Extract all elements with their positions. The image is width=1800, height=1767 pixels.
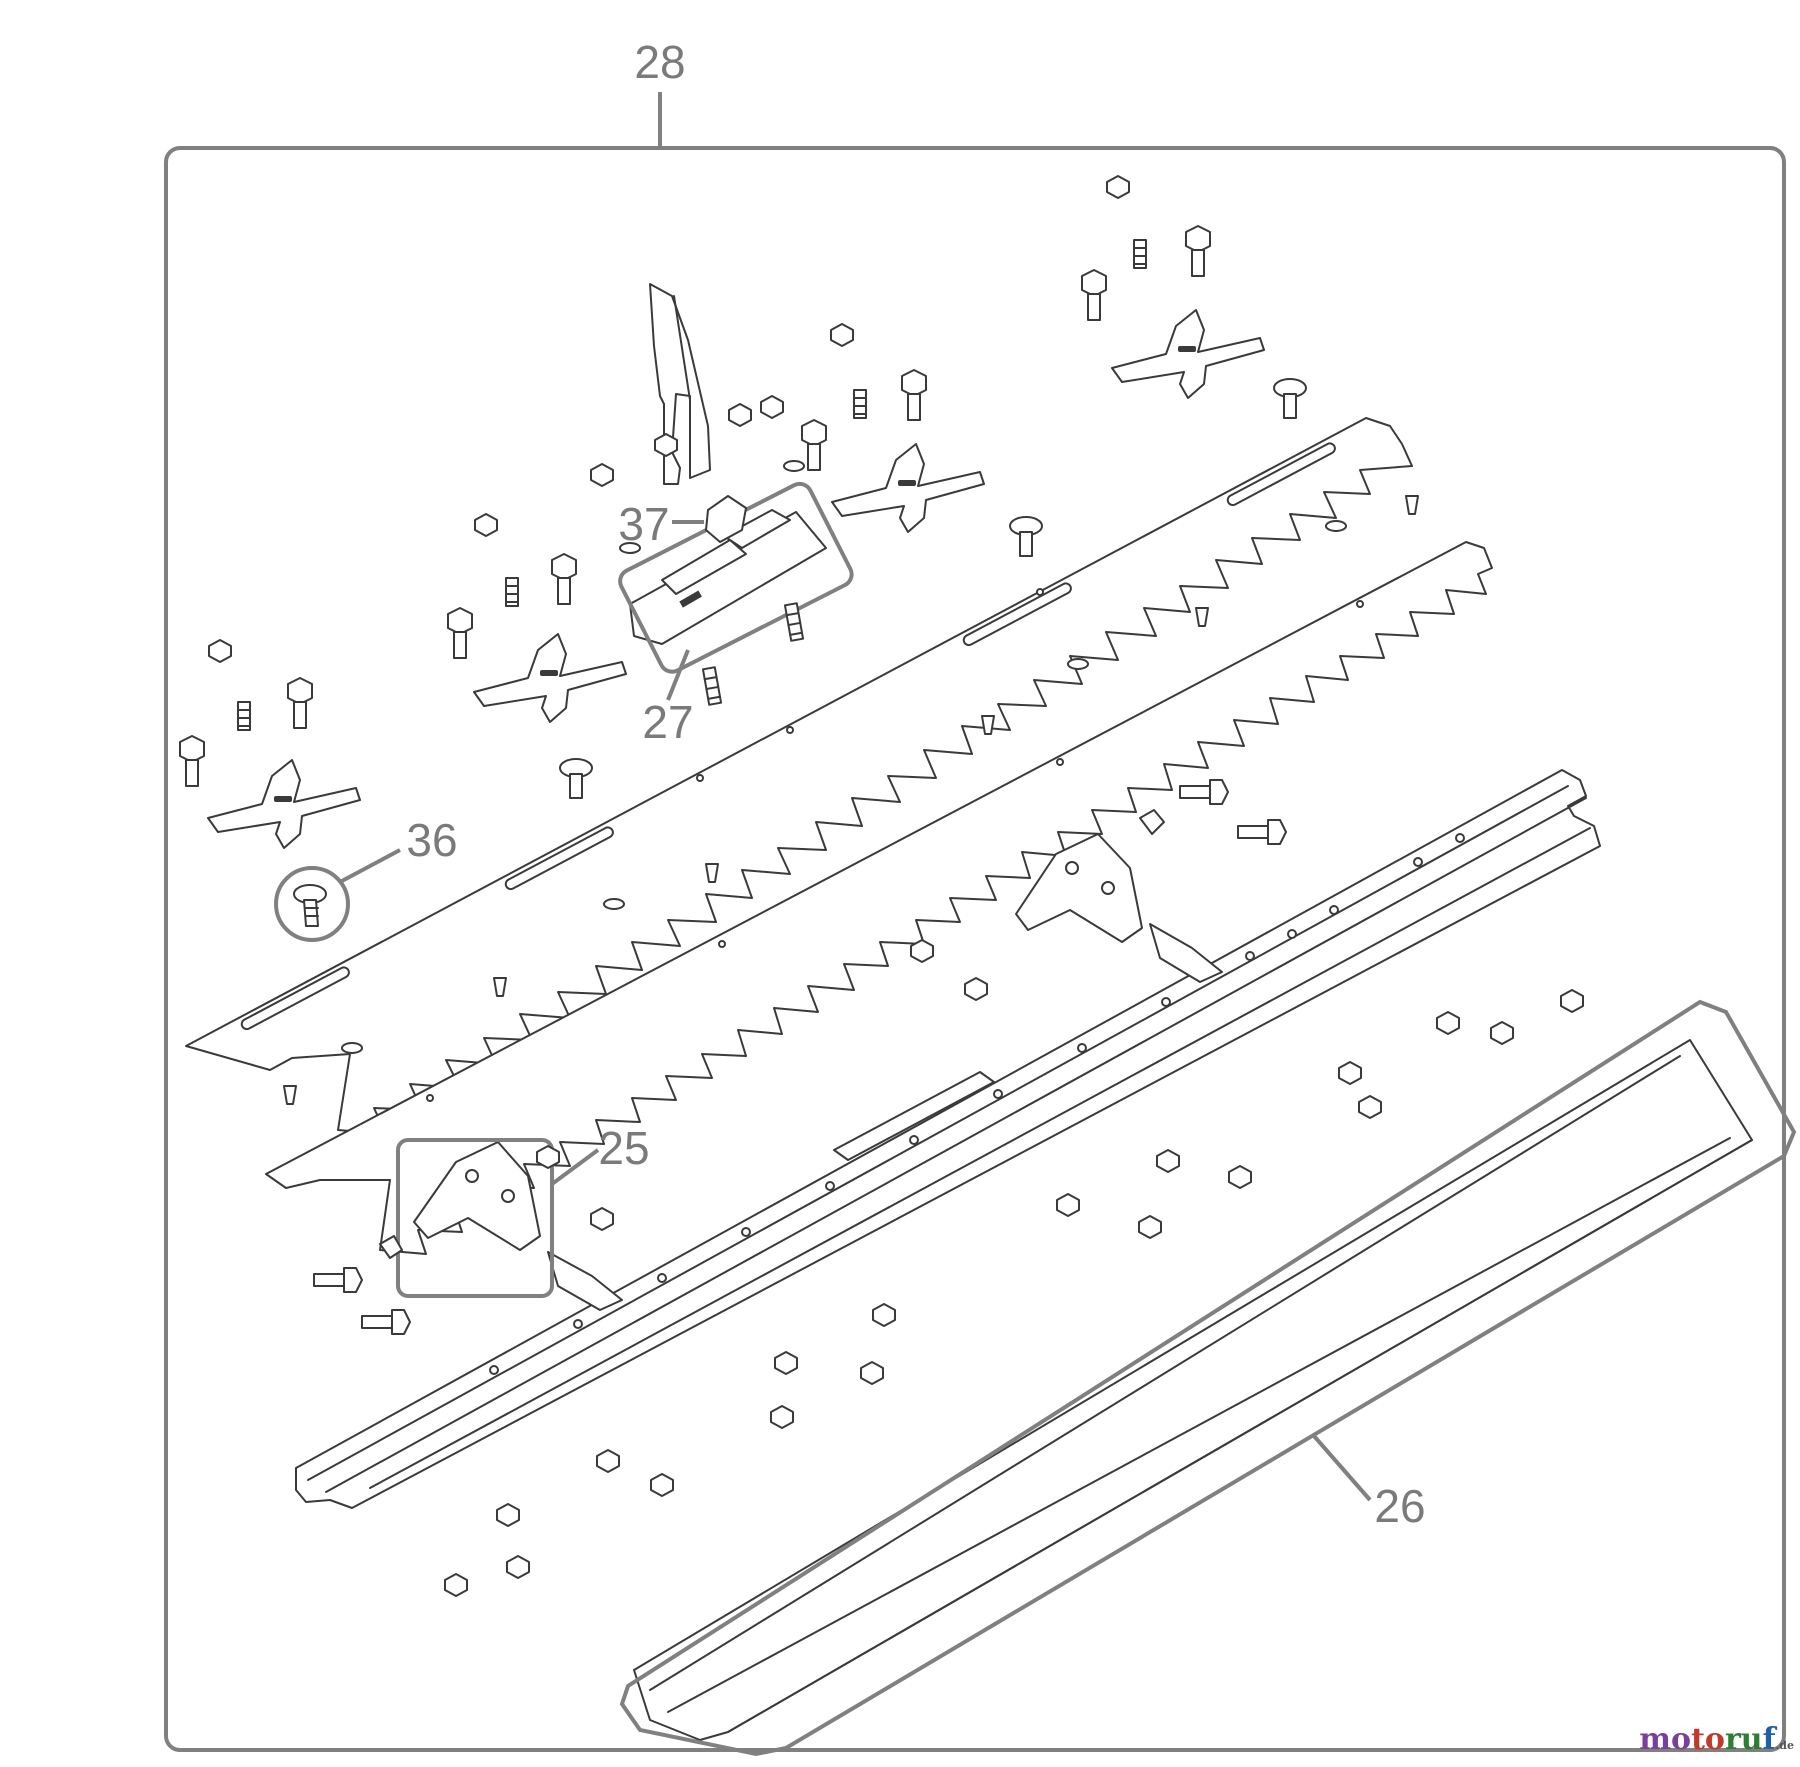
square-nut — [705, 495, 747, 543]
hex-nuts — [208, 175, 1584, 1597]
lower-blade — [265, 541, 1493, 1255]
carriage-bolt-leader — [339, 848, 401, 884]
watermark-part-3: ru — [1724, 1722, 1763, 1757]
side-bolts — [313, 779, 1287, 1335]
callout-25: 25 — [598, 1122, 649, 1174]
blade-guide — [629, 509, 827, 645]
blade-clip-2 — [831, 443, 985, 533]
bracket — [413, 1141, 623, 1311]
watermark-part-4: f — [1762, 1722, 1776, 1757]
watermark-tld: .de — [1775, 1739, 1794, 1752]
drive-arm — [649, 283, 711, 485]
blade-clip-3 — [473, 633, 627, 723]
hex-bolts — [179, 225, 1211, 787]
wire-clips — [379, 809, 1165, 1259]
washers — [341, 460, 1347, 1054]
callout-37: 37 — [618, 498, 669, 550]
blade-clip-4 — [207, 759, 361, 849]
callout-28: 28 — [634, 36, 685, 88]
assembly-frame — [164, 146, 1786, 1752]
small-screws — [283, 495, 1419, 1105]
blade-cover — [633, 1039, 1753, 1741]
blade-cover-leader — [1312, 1434, 1372, 1502]
bracket-2 — [1015, 833, 1223, 983]
watermark-part-1: mo — [1639, 1722, 1692, 1757]
callout-36: 36 — [406, 814, 457, 866]
blade-clip-1 — [1111, 309, 1265, 399]
callout-26: 26 — [1374, 1480, 1425, 1532]
carriage-bolt-highlight — [274, 866, 350, 942]
blade-guide-leader — [666, 649, 690, 701]
blade-cover-highlight — [619, 999, 1797, 1757]
mushroom-bolts — [559, 378, 1307, 799]
motoruf-watermark: motoruf.de — [1639, 1722, 1794, 1757]
bracket-leader — [550, 1148, 600, 1186]
callout-27: 27 — [642, 696, 693, 748]
carriage-bolt — [293, 884, 327, 927]
watermark-part-2: to — [1691, 1722, 1725, 1757]
springs — [237, 239, 1147, 731]
bracket-highlight — [396, 1138, 554, 1298]
guide-bar — [295, 769, 1601, 1509]
